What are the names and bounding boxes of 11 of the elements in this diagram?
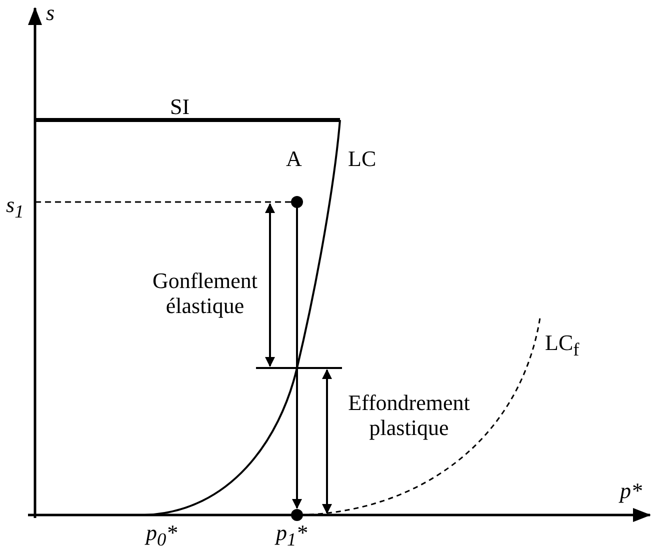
annotation: Gonflement élastique [151, 268, 259, 319]
curve-label: LC [348, 146, 376, 172]
line-label: SI [170, 94, 190, 120]
axis-label: s [46, 0, 55, 26]
axis-label: s$_{1}$ [6, 192, 24, 222]
axis-label: p* [620, 478, 642, 504]
annotation: Effondrement plastique [347, 390, 471, 441]
point-label: A [286, 146, 302, 172]
axis-label: p$_{1}$* [276, 520, 308, 550]
curve-label: LC$_{f}$ [545, 330, 580, 360]
axis-label: p$_{0}$* [146, 520, 178, 550]
